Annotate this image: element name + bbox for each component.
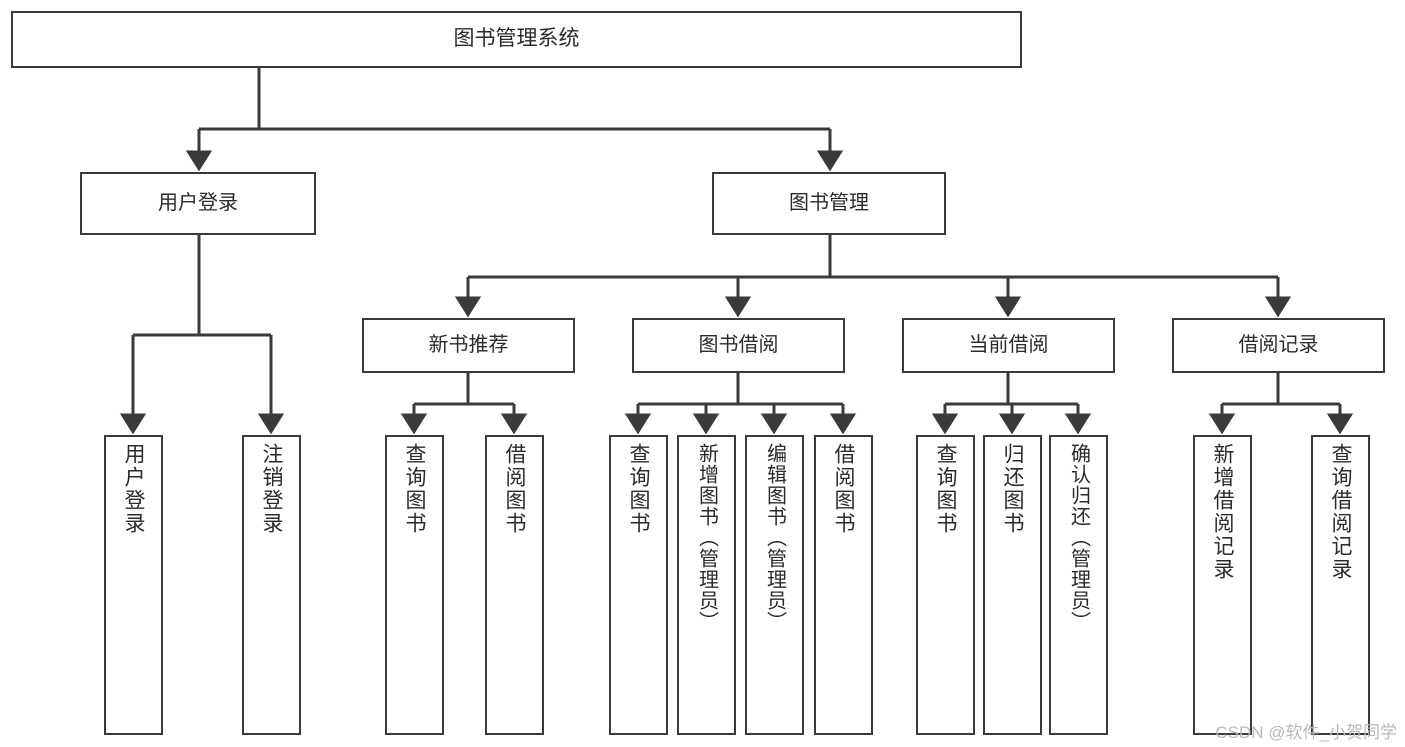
leaf-recommend-borrow-book[interactable]: 借阅图书 xyxy=(485,435,544,735)
leaf-borrow-query-book[interactable]: 查询图书 xyxy=(609,435,668,735)
leaf-borrow-add-book-admin[interactable]: 新增图书（管理员） xyxy=(677,435,736,735)
leaf-record-query-record[interactable]: 查询借阅记录 xyxy=(1311,435,1370,735)
node-label: 查询图书 xyxy=(934,443,957,535)
node-label: 新书推荐 xyxy=(428,334,509,356)
node-label: 查询图书 xyxy=(403,443,426,535)
node-label: 新增图书（管理员） xyxy=(695,443,718,632)
node-label: 当前借阅 xyxy=(968,334,1049,356)
node-borrow-record[interactable]: 借阅记录 xyxy=(1172,318,1385,373)
node-label: 图书管理 xyxy=(789,192,869,214)
node-user-login[interactable]: 用户登录 xyxy=(80,172,316,235)
node-label: 图书管理系统 xyxy=(453,27,580,51)
leaf-current-confirm-return-admin[interactable]: 确认归还（管理员） xyxy=(1049,435,1108,735)
node-label: 图书借阅 xyxy=(698,334,779,356)
node-label: 借阅记录 xyxy=(1238,334,1319,356)
node-book-management[interactable]: 图书管理 xyxy=(712,172,946,235)
node-root-system[interactable]: 图书管理系统 xyxy=(11,11,1022,68)
node-label: 归还图书 xyxy=(1001,443,1024,535)
node-book-borrow[interactable]: 图书借阅 xyxy=(632,318,845,373)
node-label: 查询图书 xyxy=(627,443,650,535)
leaf-record-add-record[interactable]: 新增借阅记录 xyxy=(1193,435,1252,735)
leaf-current-query-book[interactable]: 查询图书 xyxy=(916,435,975,735)
node-label: 确认归还（管理员） xyxy=(1067,443,1090,632)
node-label: 用户登录 xyxy=(158,192,238,214)
leaf-borrow-edit-book-admin[interactable]: 编辑图书（管理员） xyxy=(745,435,804,735)
csdn-watermark: CSDN @软件_小贺同学 xyxy=(1215,723,1397,742)
leaf-current-return-book[interactable]: 归还图书 xyxy=(983,435,1042,735)
node-new-book-recommend[interactable]: 新书推荐 xyxy=(362,318,575,373)
node-label: 新增借阅记录 xyxy=(1211,443,1234,581)
node-label: 查询借阅记录 xyxy=(1329,443,1352,581)
node-label: 注销登录 xyxy=(260,443,283,535)
leaf-recommend-query-book[interactable]: 查询图书 xyxy=(385,435,444,735)
leaf-borrow-borrow-book[interactable]: 借阅图书 xyxy=(814,435,873,735)
node-label: 用户登录 xyxy=(122,443,145,535)
node-label: 编辑图书（管理员） xyxy=(763,443,786,632)
leaf-user-login-logout[interactable]: 注销登录 xyxy=(242,435,301,735)
node-label: 借阅图书 xyxy=(832,443,855,535)
node-label: 借阅图书 xyxy=(503,443,526,535)
node-current-borrow[interactable]: 当前借阅 xyxy=(902,318,1115,373)
leaf-user-login-login[interactable]: 用户登录 xyxy=(104,435,163,735)
